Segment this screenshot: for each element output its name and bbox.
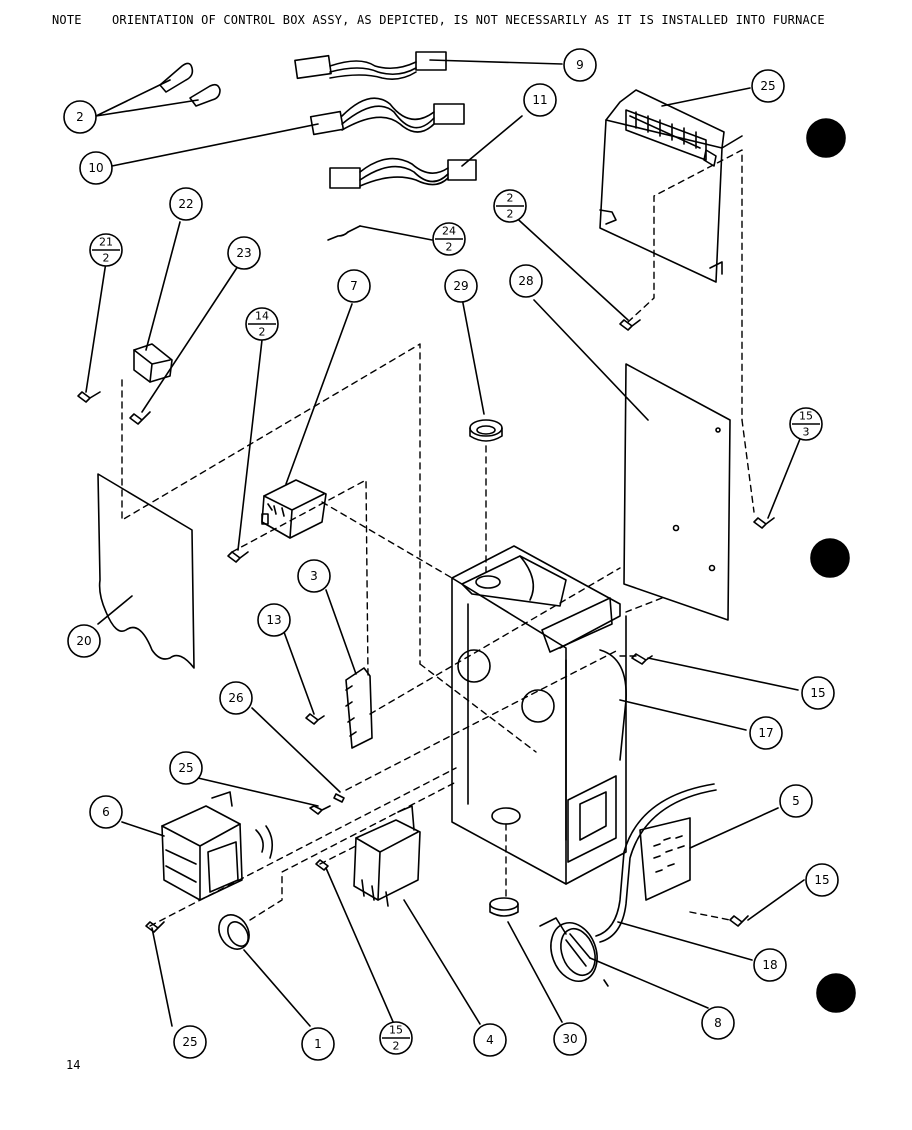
callout-label: 6 <box>102 805 110 819</box>
note-label: NOTE <box>52 13 82 27</box>
part-30-plug <box>489 897 519 917</box>
callout-label: 25 <box>182 1035 197 1049</box>
part-8-limit-switch <box>539 917 598 982</box>
fraction-bottom: 2 <box>446 241 453 254</box>
fraction-bottom: 2 <box>507 208 514 221</box>
callout-label: 3 <box>310 569 318 583</box>
callout-bubble <box>89 795 123 829</box>
callout-bubble <box>553 1022 587 1056</box>
callout-label: 10 <box>88 161 103 175</box>
callout-label: 1 <box>314 1037 322 1051</box>
callout-label: 15 <box>814 873 829 887</box>
callout-label: 25 <box>178 761 193 775</box>
leader-lines <box>85 59 805 1027</box>
callout-bubble <box>444 269 478 303</box>
callout-bubble <box>805 863 839 897</box>
alignment-dashed-lines <box>121 149 755 927</box>
callout-bubble <box>169 187 203 221</box>
callout-label: 18 <box>762 958 777 972</box>
callout-label: 28 <box>518 274 533 288</box>
callout-bubble <box>79 151 113 185</box>
callout-label: 22 <box>178 197 193 211</box>
part-24-wire-clip <box>327 225 361 241</box>
part-29-grommet <box>469 419 503 442</box>
fraction-bottom: 2 <box>103 252 110 265</box>
part-9-wire-harness <box>294 51 447 80</box>
callout-bubble <box>219 681 253 715</box>
note-text: ORIENTATION OF CONTROL BOX ASSY, AS DEPI… <box>112 13 825 27</box>
callout-bubble <box>297 559 331 593</box>
callout-label: 9 <box>576 58 584 72</box>
fraction-bottom: 2 <box>259 326 266 339</box>
part-27-control-board <box>599 89 743 283</box>
callout-label: 23 <box>236 246 251 260</box>
callout-bubble <box>509 264 543 298</box>
callout-bubble <box>301 1027 335 1061</box>
callout-bubble <box>63 100 97 134</box>
part-1-bushing <box>218 914 250 950</box>
part-6-transformer <box>161 791 274 901</box>
callout-bubble <box>563 48 597 82</box>
part-11-wire-harness <box>329 157 477 189</box>
part-22-switch <box>133 343 173 383</box>
part-28-side-panel <box>623 363 731 621</box>
fraction-top: 2 <box>507 192 514 205</box>
fraction-top: 24 <box>442 225 456 238</box>
registration-dot <box>810 538 850 578</box>
callout-bubble <box>169 751 203 785</box>
part-18-sensor-rod <box>595 783 717 943</box>
callout-label: 7 <box>350 279 358 293</box>
callout-label: 25 <box>760 79 775 93</box>
callout-bubble <box>257 603 291 637</box>
callout-label: 30 <box>562 1032 577 1046</box>
part-10-wire-harness <box>309 97 465 136</box>
callout-label: 15 <box>810 686 825 700</box>
fraction-bottom: 3 <box>803 426 810 439</box>
part-20-cover-panel <box>97 473 195 669</box>
callout-bubble <box>801 676 835 710</box>
callout-label: 17 <box>758 726 773 740</box>
callout-bubble <box>751 69 785 103</box>
callout-bubble <box>227 236 261 270</box>
callout-label: 8 <box>714 1016 722 1030</box>
callout-bubble <box>473 1023 507 1057</box>
part-5-terminal-board <box>639 817 691 901</box>
part-2-fuse-caps <box>159 62 221 107</box>
registration-dot <box>806 118 846 158</box>
callout-bubble <box>701 1006 735 1040</box>
main-control-box <box>451 545 627 885</box>
callout-label: 5 <box>792 794 800 808</box>
page-number: 14 <box>66 1058 81 1072</box>
callout-bubble <box>779 784 813 818</box>
callout-bubble <box>749 716 783 750</box>
callout-bubble <box>337 269 371 303</box>
callout-bubble <box>173 1025 207 1059</box>
part-4-transformer-relay <box>353 805 421 907</box>
fraction-top: 21 <box>99 236 113 249</box>
fraction-top: 14 <box>255 310 269 323</box>
callout-label: 20 <box>76 634 91 648</box>
callout-bubble <box>753 948 787 982</box>
callout-label: 29 <box>453 279 468 293</box>
callout-label: 2 <box>76 110 84 124</box>
part-7-relay <box>261 479 327 539</box>
screw-set <box>77 319 775 987</box>
fraction-bars <box>92 205 820 1039</box>
callout-label: 26 <box>228 691 243 705</box>
fraction-top: 15 <box>799 410 813 423</box>
callout-label: 4 <box>486 1033 494 1047</box>
part-3-terminal-strip <box>345 667 373 749</box>
fraction-top: 15 <box>389 1024 403 1037</box>
callout-bubble <box>67 624 101 658</box>
callout-label: 13 <box>266 613 281 627</box>
registration-dot <box>816 973 856 1013</box>
callout-label: 11 <box>532 93 547 107</box>
callout-bubble <box>523 83 557 117</box>
fraction-bottom: 2 <box>393 1040 400 1053</box>
